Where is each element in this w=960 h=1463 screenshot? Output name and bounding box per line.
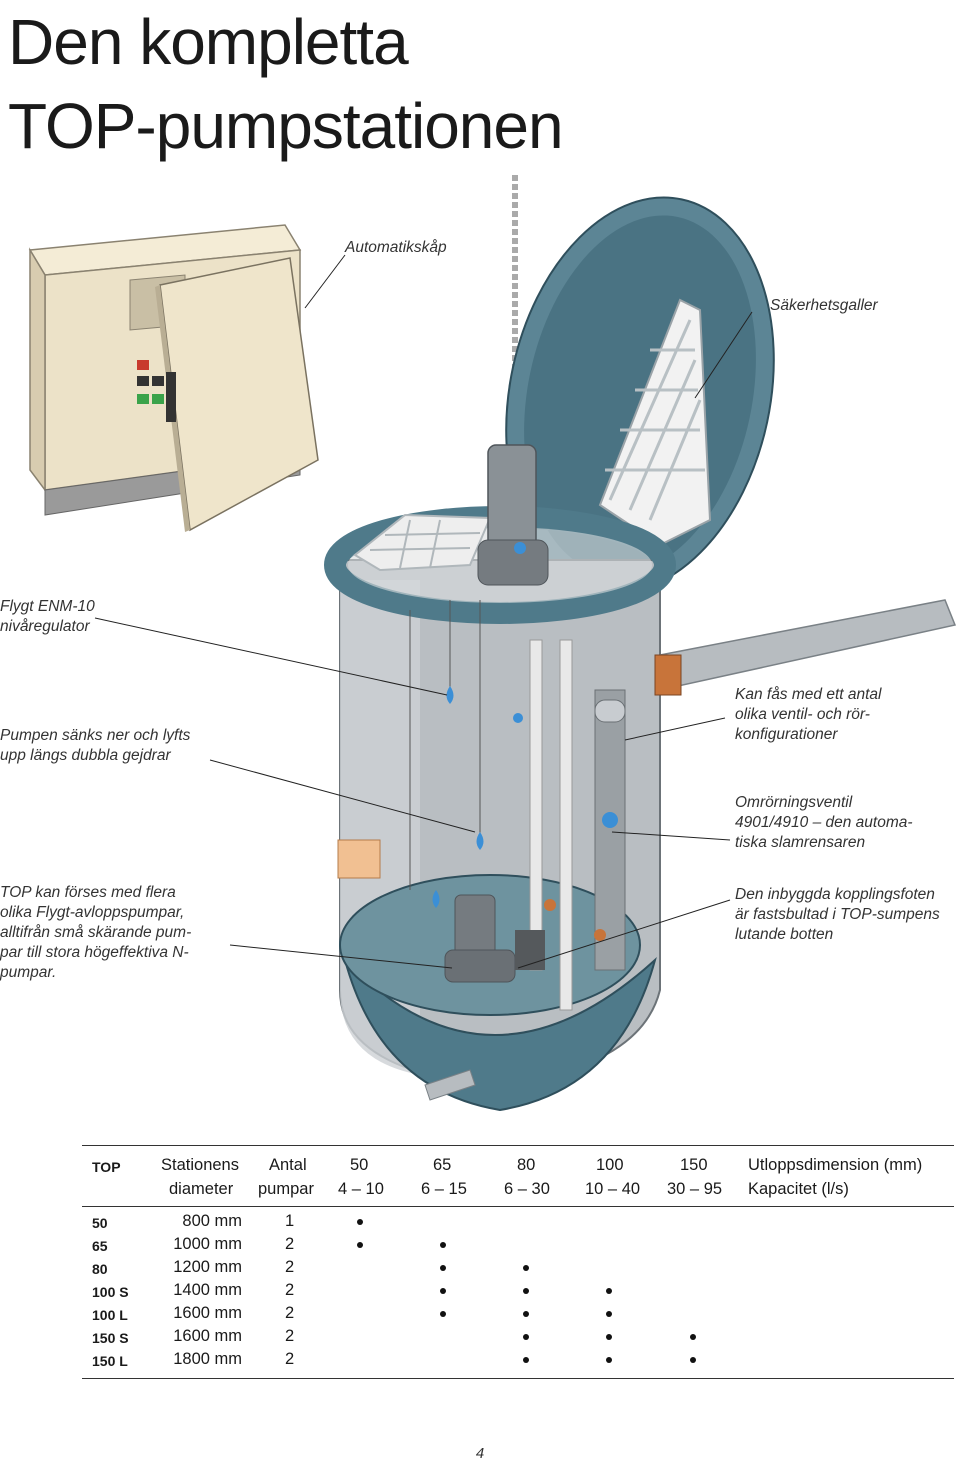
availability-dot: [357, 1219, 363, 1225]
header-pumpar: pumpar: [258, 1180, 314, 1198]
upper-pump: [477, 444, 549, 586]
availability-dot: [606, 1288, 612, 1294]
header-dim-100: 100: [596, 1156, 624, 1174]
caption-enm10: Flygt ENM-10 nivåregulator: [0, 598, 95, 635]
row-diameter: 1800 mm: [173, 1350, 242, 1368]
availability-dot: [523, 1334, 529, 1340]
row-model: 100 L: [92, 1307, 128, 1323]
header-diameter: diameter: [169, 1180, 234, 1198]
title-line-2: TOP-pumpstationen: [8, 90, 564, 162]
header-cap-80: 6 – 30: [504, 1180, 550, 1198]
top-grate: [353, 513, 492, 572]
caption-sakerhetsgaller: Säkerhetsgaller: [770, 297, 878, 314]
row-pumps: 2: [285, 1258, 295, 1276]
row-pumps: 2: [285, 1304, 295, 1322]
table-rule-mid: [82, 1206, 954, 1207]
header-kapacitet: Kapacitet (l/s): [748, 1180, 849, 1198]
row-model: 50: [92, 1215, 108, 1231]
header-cap-150: 30 – 95: [667, 1180, 723, 1198]
caption-pumpen: Pumpen sänks ner och lyfts upp längs dub…: [0, 727, 191, 764]
row-diameter: 1000 mm: [173, 1235, 242, 1253]
bottom-pipe: [424, 1069, 476, 1101]
header-cap-65: 6 – 15: [421, 1180, 467, 1198]
leader-lines: [94, 254, 753, 969]
row-pumps: 2: [285, 1350, 295, 1368]
availability-dot: [440, 1288, 446, 1294]
level-regulators: [409, 600, 523, 908]
header-stationens: Stationens: [161, 1156, 239, 1174]
caption-ventil: Kan fås med ett antal olika ventil- och …: [735, 686, 882, 743]
availability-dot: [440, 1265, 446, 1271]
caption-top-pumpar: TOP kan förses med flera olika Flygt-avl…: [0, 884, 192, 981]
availability-dot: [523, 1265, 529, 1271]
row-model: 80: [92, 1261, 108, 1277]
control-cabinet: [28, 224, 319, 532]
row-diameter: 1600 mm: [173, 1327, 242, 1345]
table-rule-bottom: [82, 1378, 954, 1379]
header-cap-100: 10 – 40: [585, 1180, 641, 1198]
row-pumps: 2: [285, 1235, 295, 1253]
availability-dot: [357, 1242, 363, 1248]
availability-dot: [606, 1357, 612, 1363]
header-dim-65: 65: [433, 1156, 452, 1174]
row-model: 100 S: [92, 1284, 129, 1300]
header-antal: Antal: [269, 1156, 307, 1174]
caption-automatikskap: Automatikskåp: [345, 239, 447, 256]
row-model: 65: [92, 1238, 108, 1254]
row-pumps: 2: [285, 1281, 295, 1299]
header-dim-150: 150: [680, 1156, 708, 1174]
availability-dot: [606, 1334, 612, 1340]
table-rule-top: [82, 1145, 954, 1146]
pump-station-illustration: [28, 175, 957, 1112]
lower-pump: [444, 894, 545, 983]
outlet-pipe: [654, 599, 957, 696]
header-cap-50: 4 – 10: [338, 1180, 384, 1198]
availability-dot: [523, 1311, 529, 1317]
header-dim-50: 50: [350, 1156, 369, 1174]
safety-grate-raised: [598, 298, 712, 547]
page-title: Den kompletta TOP-pumpstationen: [8, 0, 564, 168]
availability-dot: [690, 1334, 696, 1340]
header-dim-80: 80: [517, 1156, 536, 1174]
availability-dot: [523, 1357, 529, 1363]
availability-dot: [690, 1357, 696, 1363]
row-model: 150 L: [92, 1353, 128, 1369]
row-diameter: 1600 mm: [173, 1304, 242, 1322]
guide-rails: [529, 639, 626, 1011]
row-pumps: 1: [285, 1212, 295, 1230]
inlet-flange: [337, 839, 381, 879]
row-diameter: 800 mm: [182, 1212, 242, 1230]
row-pumps: 2: [285, 1327, 295, 1345]
caption-omrorning: Omrörningsventil 4901/4910 – den automa-…: [735, 794, 913, 851]
availability-dot: [523, 1288, 529, 1294]
availability-dot: [606, 1311, 612, 1317]
header-top: TOP: [92, 1159, 121, 1175]
row-diameter: 1200 mm: [173, 1258, 242, 1276]
title-line-1: Den kompletta: [8, 6, 409, 78]
page-number: 4: [475, 1445, 485, 1462]
caption-kopplingsfot: Den inbyggda kopplingsfoten är fastsbult…: [735, 886, 940, 943]
header-utlopp: Utloppsdimension (mm): [748, 1156, 923, 1174]
row-model: 150 S: [92, 1330, 129, 1346]
row-diameter: 1400 mm: [173, 1281, 242, 1299]
availability-dot: [440, 1311, 446, 1317]
availability-dot: [440, 1242, 446, 1248]
